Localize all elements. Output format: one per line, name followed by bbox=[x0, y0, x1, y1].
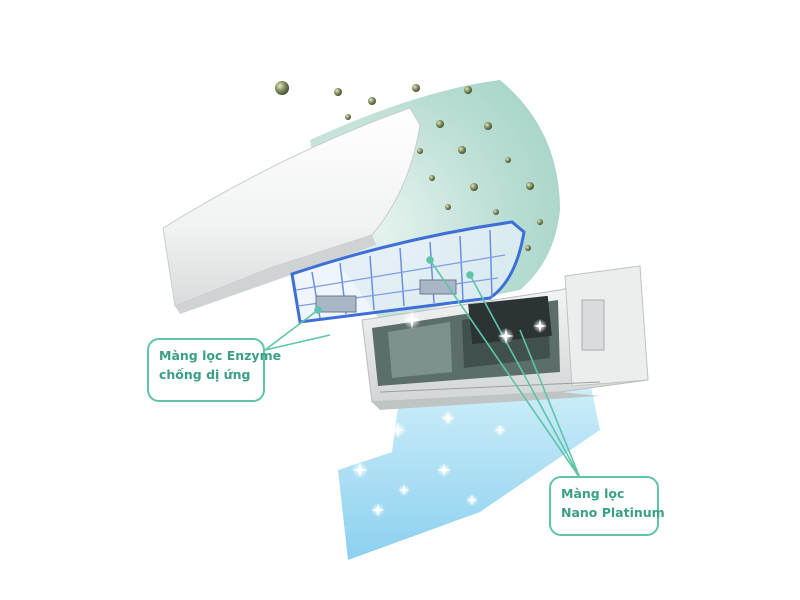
nano-platinum-callout: Màng lọc Nano Platinum bbox=[549, 476, 665, 536]
enzyme-filter-callout: Màng lọc Enzyme chống dị ứng bbox=[147, 338, 282, 402]
dust-particle-icon bbox=[470, 183, 478, 191]
dust-particle-icon bbox=[429, 175, 435, 181]
sparkle-icon bbox=[371, 503, 385, 517]
sparkle-icon bbox=[390, 422, 406, 438]
dust-particle-icon bbox=[445, 204, 451, 210]
sparkle-icon bbox=[494, 424, 506, 436]
leader-lines bbox=[264, 256, 581, 479]
dust-particle-icon bbox=[417, 148, 423, 154]
dust-particles bbox=[275, 81, 543, 251]
dust-particle-icon bbox=[458, 146, 466, 154]
sparkle-icon bbox=[437, 463, 451, 477]
dust-particle-icon bbox=[464, 86, 472, 94]
dust-particle-icon bbox=[412, 84, 420, 92]
sparkles bbox=[352, 311, 547, 517]
dust-particle-icon bbox=[526, 182, 534, 190]
front-panel bbox=[162, 107, 421, 314]
dust-particle-icon bbox=[537, 219, 543, 225]
enzyme-callout-line1: Màng lọc Enzyme bbox=[159, 348, 282, 363]
sparkle-icon bbox=[352, 462, 368, 478]
nano-callout-line1: Màng lọc bbox=[561, 486, 625, 501]
dust-particle-icon bbox=[484, 122, 492, 130]
enzyme-callout-line2: chống dị ứng bbox=[159, 367, 251, 382]
dust-particle-icon bbox=[334, 88, 342, 96]
sparkle-icon bbox=[533, 319, 547, 333]
sparkle-icon bbox=[498, 328, 514, 344]
dust-particle-icon bbox=[436, 120, 444, 128]
dust-particle-icon bbox=[345, 114, 351, 120]
enzyme-filter bbox=[290, 220, 526, 324]
dust-particle-icon bbox=[505, 157, 511, 163]
nano-callout-line2: Nano Platinum bbox=[561, 505, 665, 520]
dust-particle-icon bbox=[275, 81, 289, 95]
dust-particle-icon bbox=[493, 209, 499, 215]
sparkle-icon bbox=[466, 494, 478, 506]
sparkle-icon bbox=[398, 484, 410, 496]
dust-particle-icon bbox=[525, 245, 531, 251]
sparkle-icon bbox=[441, 411, 455, 425]
dust-particle-icon bbox=[368, 97, 376, 105]
sparkle-icon bbox=[403, 311, 421, 329]
